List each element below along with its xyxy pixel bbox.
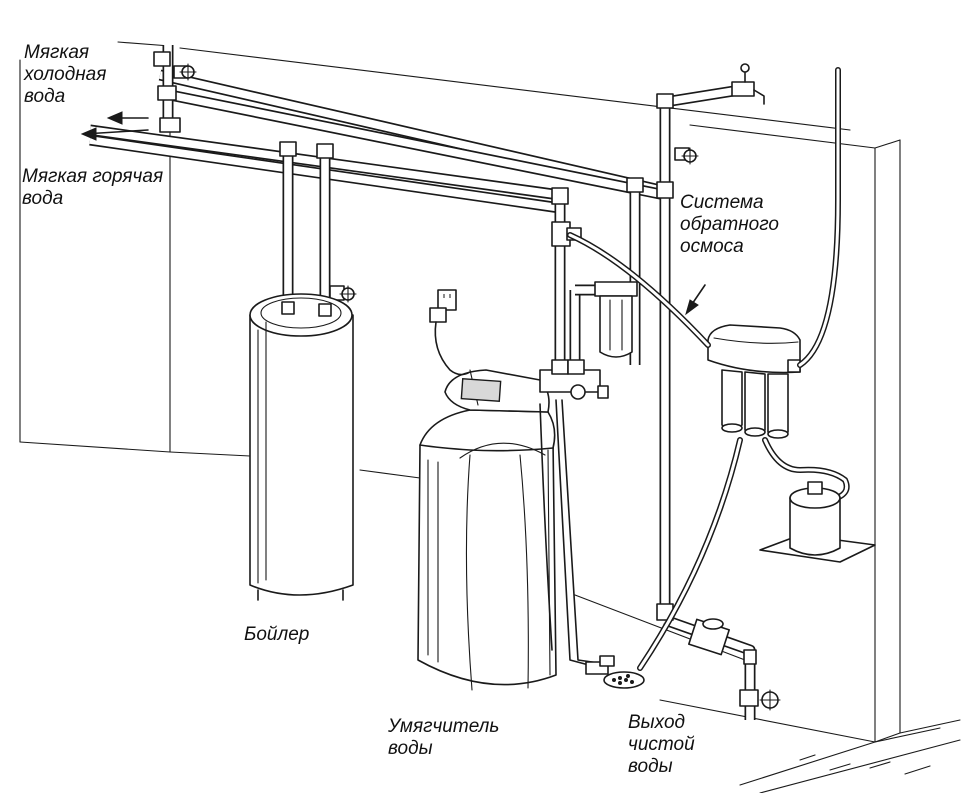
arrow-icon <box>685 284 706 316</box>
clean-water-outlet-label: Выход чистой воды <box>628 712 695 778</box>
boiler-tank <box>249 293 354 601</box>
clean-water-outlet-line-3: воды <box>628 756 673 777</box>
reverse-osmosis-unit <box>707 324 801 439</box>
reverse-osmosis-line-2: обратного <box>680 214 779 235</box>
shutoff-valve-icon <box>329 285 357 303</box>
soft-cold-water-line-2: холодная <box>24 64 107 85</box>
clean-water-outlet-line-2: чистой <box>628 734 695 755</box>
shutoff-valve-icon <box>173 63 197 81</box>
ro-storage-tank <box>759 481 876 563</box>
clean-water-outlet-line-1: Выход <box>628 712 686 733</box>
drain-lines <box>539 399 615 675</box>
soft-hot-water-line-2: вода <box>22 188 64 209</box>
reverse-osmosis-line-1: Система <box>680 192 764 213</box>
boiler-label: Бойлер <box>244 624 309 646</box>
boiler-line-1: Бойлер <box>244 624 310 645</box>
room-walls <box>19 41 961 793</box>
water-softener-unit <box>417 369 557 691</box>
ro-tubing <box>567 67 850 671</box>
soft-hot-water-line-1: Мягкая горячая <box>22 166 164 187</box>
soft-cold-water-line-3: вода <box>24 86 66 107</box>
water-softener-label: Умягчитель воды <box>388 716 499 760</box>
arrow-icon <box>106 111 149 125</box>
soft-hot-water-label: Мягкая горячая вода <box>22 166 163 210</box>
floor-drain-icon <box>603 671 645 689</box>
soft-cold-water-label: Мягкая холодная вода <box>24 42 106 108</box>
shutoff-valve-icon <box>674 147 699 165</box>
soft-cold-water-line-1: Мягкая <box>24 42 90 63</box>
reverse-osmosis-line-3: осмоса <box>680 236 744 257</box>
softener-bypass-valve <box>539 359 609 400</box>
faucet <box>731 63 765 105</box>
shutoff-valve-icon <box>739 689 781 711</box>
reverse-osmosis-label: Система обратного осмоса <box>680 192 779 258</box>
water-meter-icon <box>688 618 757 665</box>
water-softener-line-2: воды <box>388 738 433 759</box>
prefilter-housing <box>594 281 638 358</box>
arrow-icon <box>80 127 149 141</box>
water-softener-line-1: Умягчитель <box>388 716 500 737</box>
electrical-outlet-icon <box>429 289 471 376</box>
